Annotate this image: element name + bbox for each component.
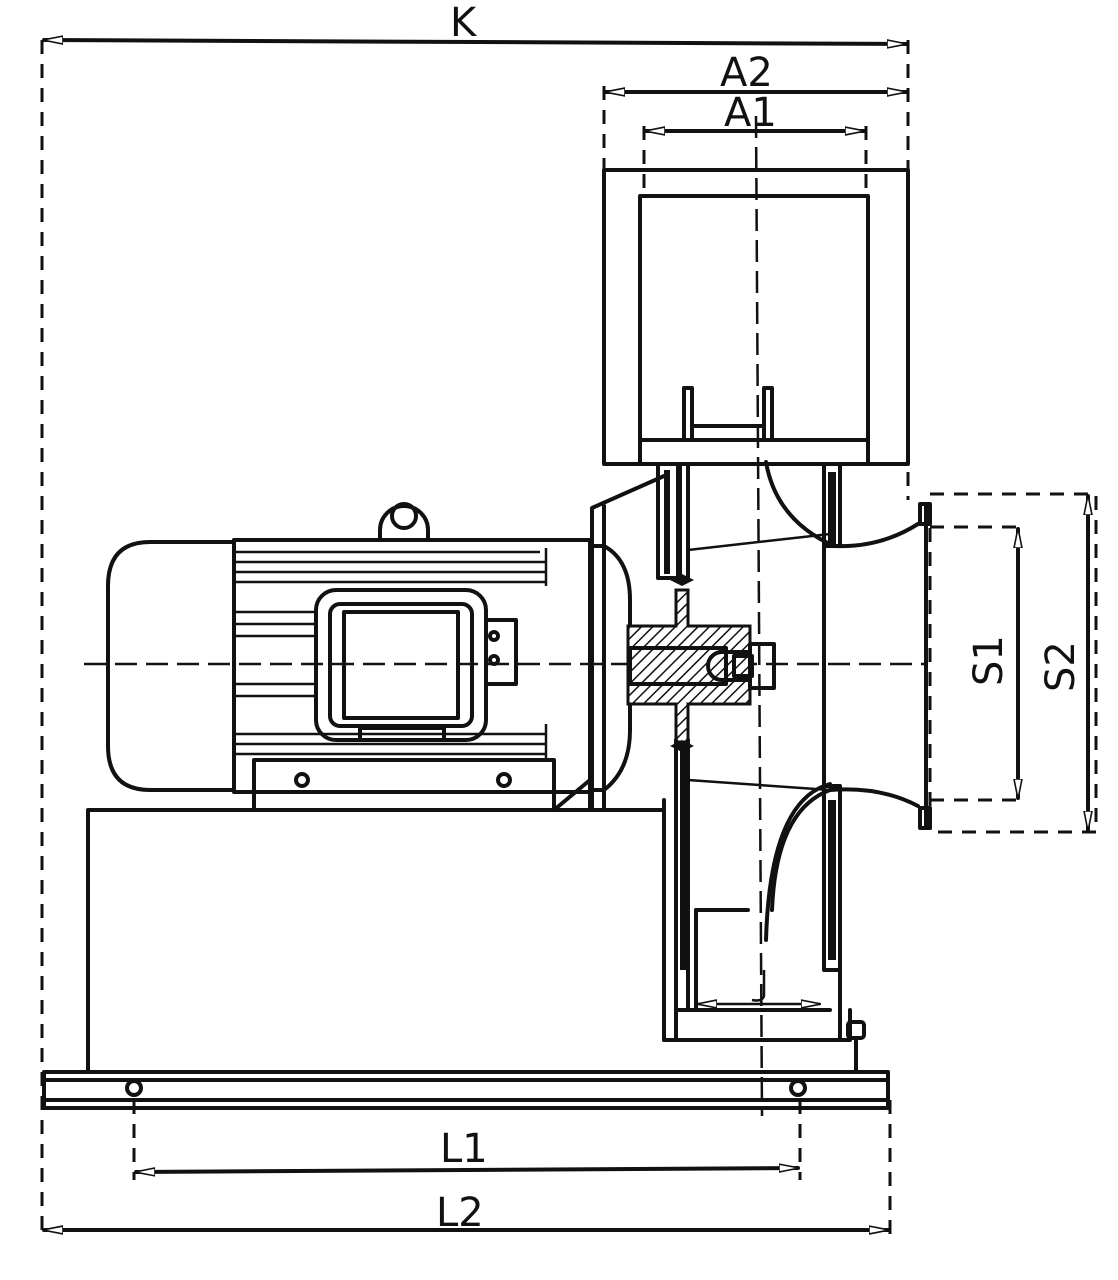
dimension-l1-label: L1 xyxy=(440,1126,488,1172)
dimension-a1-label: A1 xyxy=(724,90,777,136)
dimension-a2: A2 xyxy=(602,50,908,170)
outlet-flange xyxy=(602,168,910,466)
dimension-k: K xyxy=(40,0,910,1240)
fan-housing xyxy=(602,168,932,1074)
lifting-eye xyxy=(378,502,430,542)
dimension-s2: S2 xyxy=(928,492,1098,834)
electric-motor xyxy=(106,502,632,812)
dimension-l2-label: L2 xyxy=(436,1190,484,1236)
base-frame xyxy=(42,1070,890,1110)
dimension-k-label: K xyxy=(450,0,478,46)
mounting-hole-left xyxy=(125,1079,143,1097)
support-plate xyxy=(590,474,666,812)
vertical-centerline xyxy=(754,115,764,1117)
motor-pedestal xyxy=(86,808,666,1074)
shaft-hub xyxy=(626,588,776,744)
dimension-l1: L1 xyxy=(132,1100,802,1180)
dimension-a2-label: A2 xyxy=(720,50,773,96)
dimension-s1-label: S1 xyxy=(966,635,1012,686)
dimension-a1: A1 xyxy=(642,90,868,196)
dimension-s2-label: S2 xyxy=(1038,641,1084,692)
dimension-l2: L2 xyxy=(42,1100,892,1240)
mounting-hole-right xyxy=(789,1079,807,1097)
dimension-s1: S1 xyxy=(930,525,1022,802)
